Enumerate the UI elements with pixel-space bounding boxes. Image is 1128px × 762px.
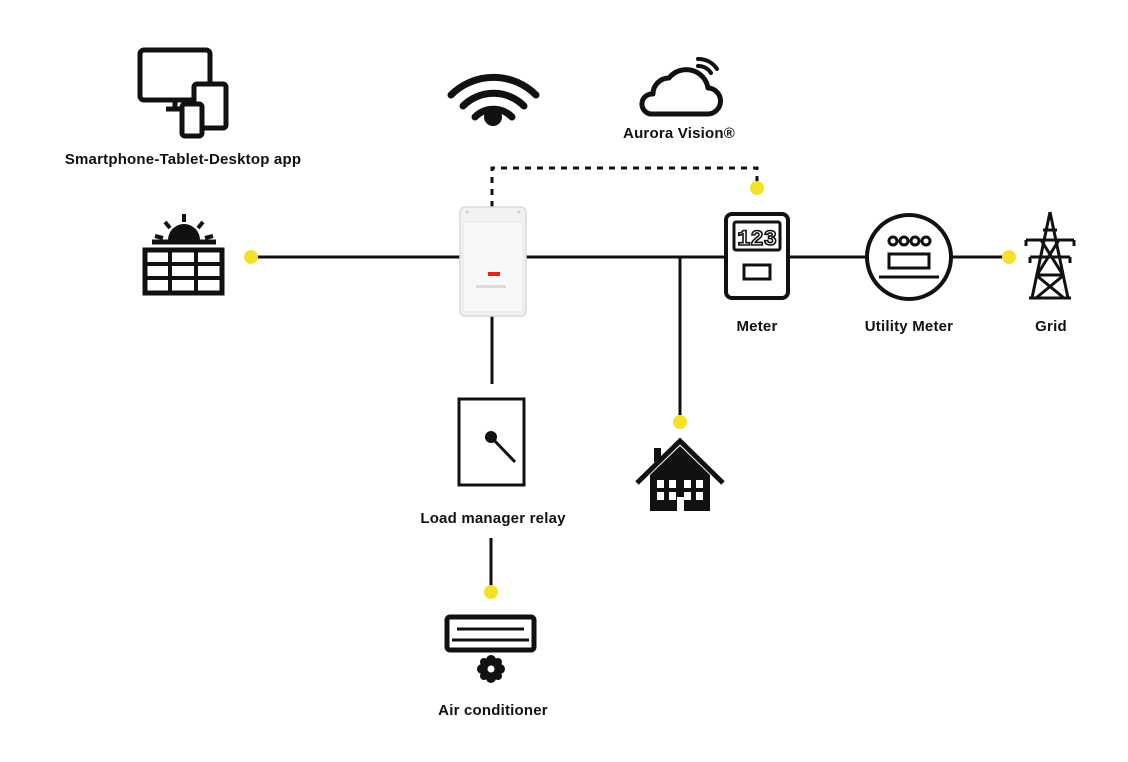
fan-icon (477, 655, 505, 683)
utility-meter-icon (865, 213, 953, 301)
grid-label: Grid (1035, 318, 1067, 335)
inverter-icon (459, 206, 527, 317)
devices-icon (137, 47, 229, 139)
cloud-label: Aurora Vision® (623, 125, 735, 142)
connection-lines (252, 166, 1010, 592)
app-label: Smartphone-Tablet-Desktop app (64, 151, 302, 168)
meter-data-connector-dot (750, 181, 764, 195)
solar-panel-icon (142, 214, 225, 296)
power-tower-icon (1024, 211, 1076, 300)
house-icon (635, 437, 725, 511)
meter-display-digits: 123 (737, 227, 777, 252)
ac-connector-dot (484, 585, 498, 599)
data-link-dashed-line (490, 166, 759, 207)
wifi-icon (447, 73, 540, 126)
meter-icon: 123 (724, 212, 790, 300)
solar-connector-dot (244, 250, 258, 264)
connector-dots (244, 181, 1016, 599)
grid-connector-dot (1002, 250, 1016, 264)
air-conditioner-label: Air conditioner (438, 702, 548, 719)
air-conditioner-icon (444, 614, 537, 683)
cloud-icon (639, 57, 723, 117)
relay-switch-icon (457, 397, 526, 487)
house-connector-dot (673, 415, 687, 429)
relay-label: Load manager relay (420, 510, 566, 527)
meter-label: Meter (736, 318, 778, 335)
utility-meter-label: Utility Meter (864, 318, 954, 335)
